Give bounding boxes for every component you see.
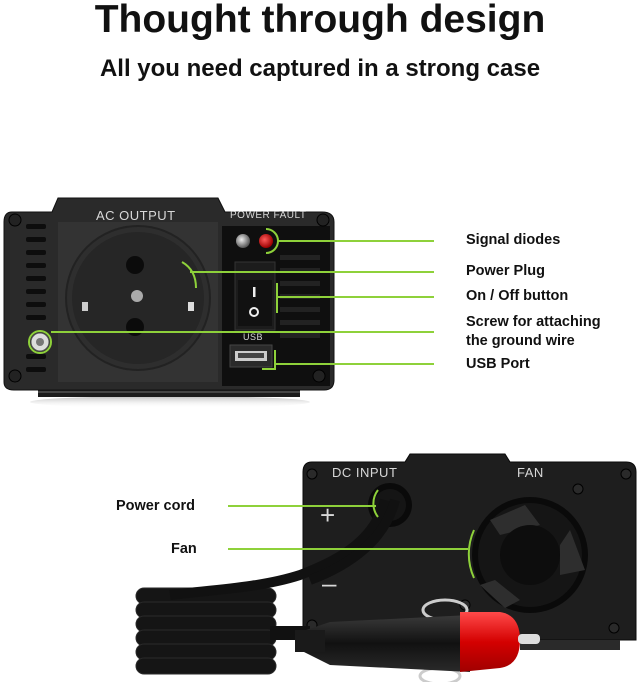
back-callout-lines [228, 489, 475, 579]
callout-signal-diodes: Signal diodes [466, 232, 561, 248]
callout-usb-port: USB Port [466, 356, 530, 372]
callout-fan: Fan [171, 541, 197, 557]
page-title: Thought through design [94, 0, 546, 41]
plus-print: + [320, 500, 336, 530]
front-callout-lines [28, 228, 434, 370]
dc-input-print: DC INPUT [332, 465, 398, 480]
callout-ground-screw-line2: the ground wire [466, 333, 575, 349]
callout-power-cord: Power cord [116, 498, 195, 514]
callout-ground-screw: Screw for attaching the ground wire [466, 313, 601, 351]
callout-ground-screw-line1: Screw for attaching [466, 314, 601, 330]
inverter-front-panel [3, 197, 335, 408]
fan-print: FAN [517, 465, 544, 480]
usb-print: USB [243, 332, 264, 342]
callout-power-plug: Power Plug [466, 263, 545, 279]
power-fault-print: POWER FAULT [230, 210, 307, 221]
callout-on-off-button: On / Off button [466, 288, 569, 304]
minus-print: – [322, 568, 337, 598]
ac-output-print: AC OUTPUT [96, 208, 176, 223]
page-subtitle: All you need captured in a strong case [99, 55, 541, 82]
